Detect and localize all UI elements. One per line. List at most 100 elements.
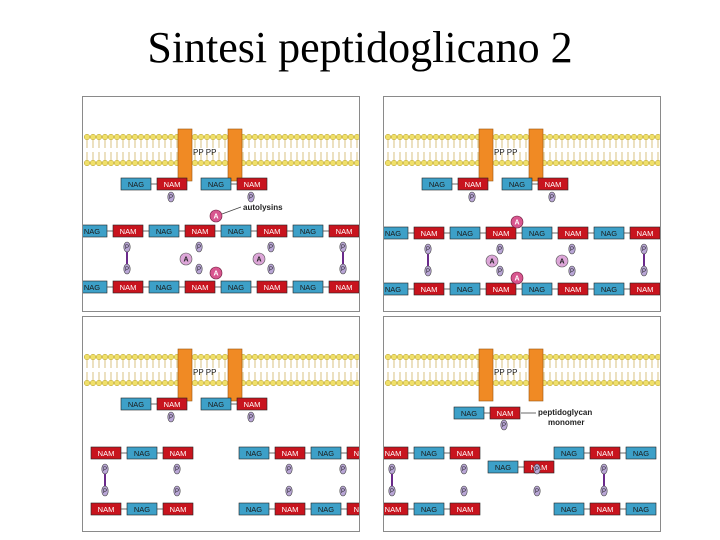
lipid-head — [390, 379, 398, 387]
nag-label: NAG — [561, 505, 577, 514]
nam-label: NAM — [457, 505, 474, 514]
phosphate-marker — [533, 463, 541, 475]
lipid-head — [311, 353, 319, 361]
lipid-head — [468, 353, 476, 361]
lipid-head — [275, 133, 283, 141]
lipid-head — [384, 379, 392, 387]
lipid-head — [564, 133, 572, 141]
nag-label: NAG — [461, 409, 477, 418]
nam-sugar-box — [156, 397, 188, 411]
lipid-head — [492, 353, 500, 361]
phosphate-label: P — [287, 467, 291, 473]
lipid-head — [636, 353, 644, 361]
lipid-head — [335, 353, 343, 361]
nam-sugar-box — [629, 282, 660, 296]
lipid-head — [83, 353, 91, 361]
lipid-head — [492, 379, 500, 387]
lipid-head — [396, 159, 404, 167]
lipid-head — [281, 379, 289, 387]
lipid-head — [197, 379, 205, 387]
lipid-head — [353, 159, 359, 167]
lipid-head — [648, 353, 656, 361]
lipid-head — [450, 159, 458, 167]
lipid-head — [299, 353, 307, 361]
autolysin-marker — [510, 215, 524, 229]
autolysin-marker — [209, 266, 223, 280]
lipid-head — [209, 133, 217, 141]
nam-label: NAM — [597, 505, 614, 514]
nam-sugar-box — [449, 502, 481, 516]
lipid-head — [576, 133, 584, 141]
phosphate-label: P — [249, 195, 253, 201]
nag-label: NAG — [134, 505, 150, 514]
pyrophosphate-label: PP PP — [494, 148, 517, 157]
lipid-head — [522, 159, 530, 167]
lipid-head — [167, 159, 175, 167]
lipid-head — [341, 133, 349, 141]
autolysin-label: A — [514, 276, 519, 283]
lipid-head — [149, 353, 157, 361]
lipid-head — [426, 133, 434, 141]
phosphate-label: P — [642, 247, 646, 253]
phosphate-marker — [173, 463, 181, 475]
lipid-head — [396, 133, 404, 141]
lipid-head — [444, 133, 452, 141]
lipid-head — [281, 353, 289, 361]
lipid-head — [510, 133, 518, 141]
lipid-head — [161, 133, 169, 141]
lipid-head — [420, 159, 428, 167]
nam-label: NAM — [170, 449, 187, 458]
lipid-head — [516, 159, 524, 167]
lipid-head — [347, 133, 355, 141]
lipid-head — [630, 159, 638, 167]
lipid-head — [107, 133, 115, 141]
nam-label: NAM — [493, 285, 510, 294]
nam-label: NAM — [192, 283, 209, 292]
nam-label: NAM — [421, 229, 438, 238]
nam-label: NAM — [120, 283, 137, 292]
lipid-head — [462, 133, 470, 141]
phosphate-label: P — [426, 269, 430, 275]
lipid-head — [257, 159, 265, 167]
lipid-head — [317, 353, 325, 361]
phosphate-marker — [548, 191, 556, 203]
lipid-head — [594, 159, 602, 167]
bactoprenol-carrier — [177, 128, 193, 182]
autolysin-marker — [252, 252, 266, 266]
lipid-head — [353, 133, 359, 141]
nag-label: NAG — [561, 449, 577, 458]
pyrophosphate-label: PP PP — [193, 368, 216, 377]
lipid-head — [516, 353, 524, 361]
nag-label: NAG — [633, 505, 649, 514]
nag-label: NAG — [529, 229, 545, 238]
lipid-head — [510, 353, 518, 361]
lipid-head — [546, 379, 554, 387]
phosphate-label: P — [426, 247, 430, 253]
lipid-head — [432, 133, 440, 141]
lipid-head — [245, 379, 253, 387]
lipid-head — [269, 379, 277, 387]
lipid-head — [101, 159, 109, 167]
phosphate-marker — [460, 463, 468, 475]
lipid-head — [594, 379, 602, 387]
lipid-head — [335, 379, 343, 387]
phosphate-marker — [247, 411, 255, 423]
lipid-head — [155, 379, 163, 387]
lipid-head — [89, 133, 97, 141]
phosphate-marker — [568, 243, 576, 255]
lipid-head — [311, 159, 319, 167]
phosphate-marker — [173, 485, 181, 497]
lipid-head — [131, 379, 139, 387]
lipid-head — [245, 159, 253, 167]
lipid-head — [522, 379, 530, 387]
lipid-head — [305, 379, 313, 387]
lipid-head — [143, 353, 151, 361]
lipid-head — [630, 353, 638, 361]
nam-sugar-box — [457, 177, 489, 191]
lipid-head — [522, 353, 530, 361]
lipid-head — [636, 159, 644, 167]
lipid-head — [137, 379, 145, 387]
nam-sugar-box — [489, 406, 521, 420]
nag-label: NAG — [84, 283, 100, 292]
lipid-head — [600, 133, 608, 141]
